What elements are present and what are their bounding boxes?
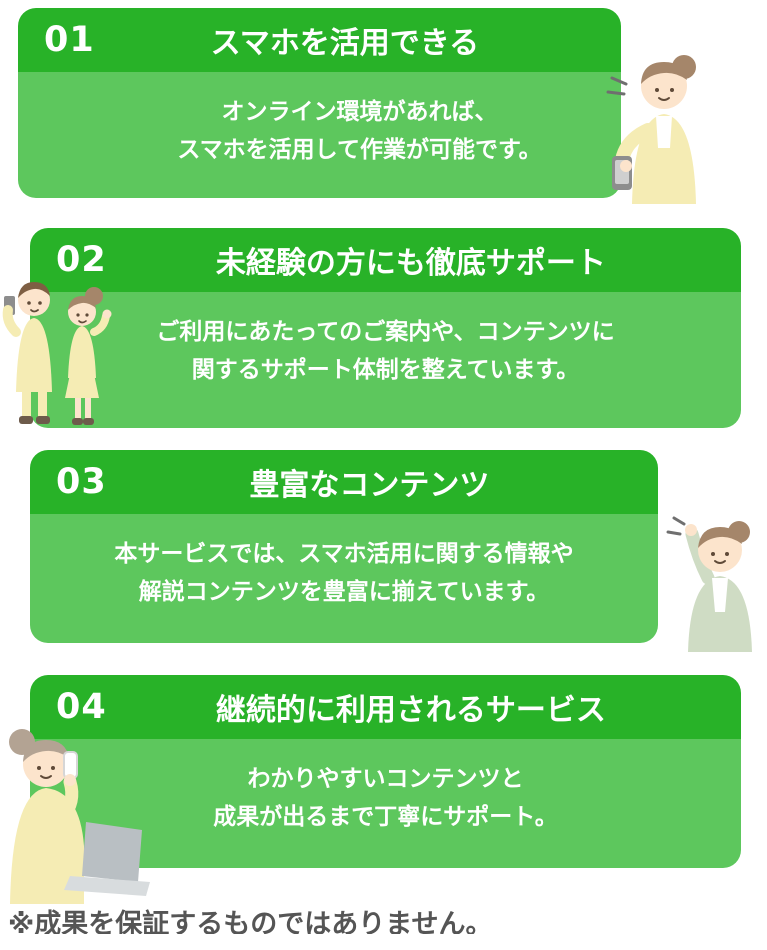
woman-with-smartphone-illustration — [606, 55, 696, 204]
feature-number: 02 — [56, 240, 107, 280]
feature-card-3: 03 豊富なコンテンツ 本サービスでは、スマホ活用に関する情報や 解説コンテンツ… — [30, 450, 658, 643]
feature-card-3-body: 本サービスでは、スマホ活用に関する情報や 解説コンテンツを豊富に揃えています。 — [30, 514, 658, 643]
feature-title: 継続的に利用されるサービス — [215, 693, 606, 728]
feature-card-4-body: わかりやすいコンテンツと 成果が出るまで丁寧にサポート。 — [30, 739, 741, 868]
feature-number: 04 — [56, 687, 107, 727]
feature-description: わかりやすいコンテンツと 成果が出るまで丁寧にサポート。 — [213, 766, 558, 830]
business-man-and-woman-illustration — [2, 282, 112, 425]
woman-pointing-illustration — [666, 516, 752, 652]
feature-description: オンライン環境があれば、 スマホを活用して作業が可能です。 — [177, 99, 542, 163]
feature-card-1-body: オンライン環境があれば、 スマホを活用して作業が可能です。 — [18, 72, 621, 198]
feature-card-3-header: 03 豊富なコンテンツ — [30, 450, 658, 514]
feature-card-2-body: ご利用にあたってのご案内や、コンテンツに 関するサポート体制を整えています。 — [30, 292, 741, 428]
woman-phone-and-laptop-illustration — [9, 729, 150, 904]
feature-title: 未経験の方にも徹底サポート — [215, 246, 606, 281]
feature-description: ご利用にあたってのご案内や、コンテンツに 関するサポート体制を整えています。 — [156, 319, 615, 383]
feature-number: 01 — [44, 20, 95, 60]
feature-card-4: 04 継続的に利用されるサービス わかりやすいコンテンツと 成果が出るまで丁寧に… — [30, 675, 741, 868]
feature-card-2: 02 未経験の方にも徹底サポート ご利用にあたってのご案内や、コンテンツに 関す… — [30, 228, 741, 428]
feature-title: スマホを活用できる — [210, 26, 480, 61]
feature-card-2-header: 02 未経験の方にも徹底サポート — [30, 228, 741, 292]
feature-title: 豊富なコンテンツ — [249, 468, 490, 503]
footnote-text: ※成果を保証するものではありません。 — [8, 909, 493, 934]
feature-card-1: 01 スマホを活用できる オンライン環境があれば、 スマホを活用して作業が可能で… — [18, 8, 621, 198]
feature-number: 03 — [56, 462, 107, 502]
feature-description: 本サービスでは、スマホ活用に関する情報や 解説コンテンツを豊富に揃えています。 — [114, 541, 574, 605]
feature-card-1-header: 01 スマホを活用できる — [18, 8, 621, 72]
feature-card-4-header: 04 継続的に利用されるサービス — [30, 675, 741, 739]
